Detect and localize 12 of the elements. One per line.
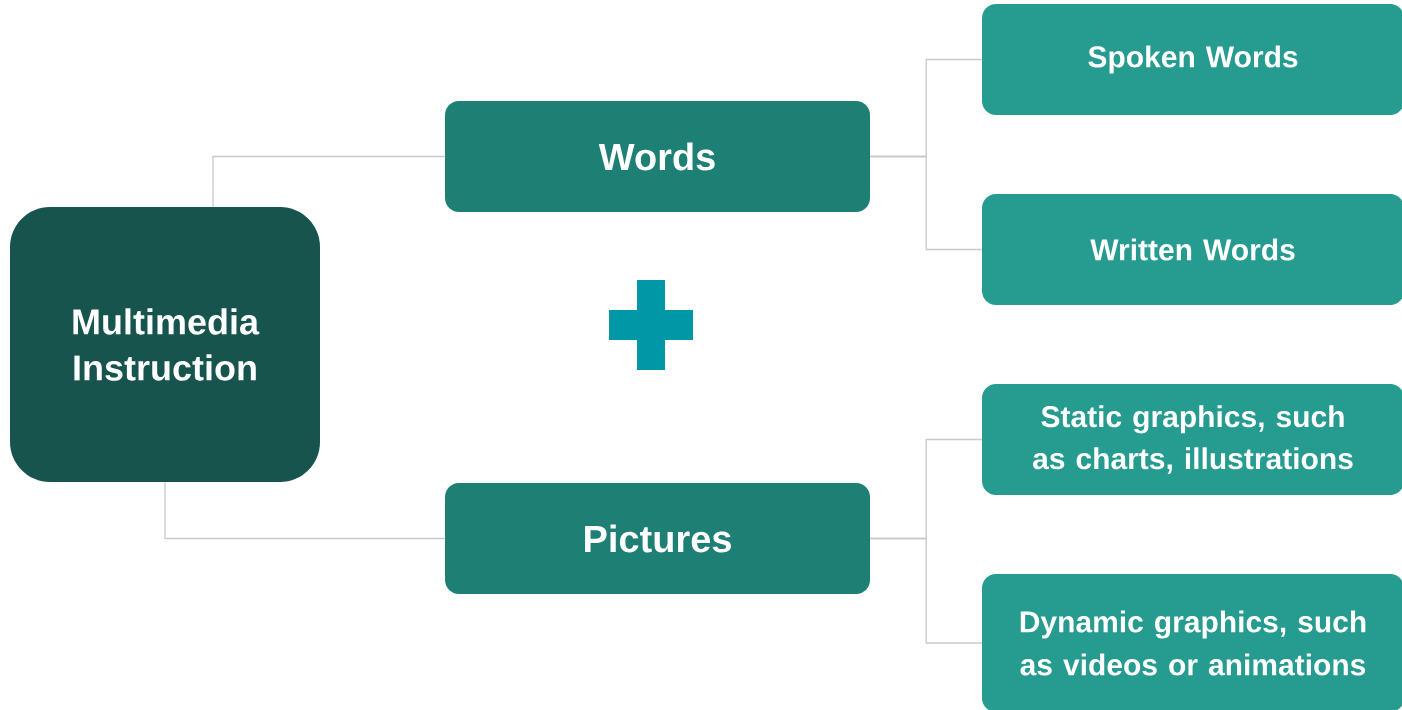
plus-sign — [609, 280, 693, 370]
connector-line — [869, 537, 983, 644]
connector-line — [164, 481, 446, 540]
category-box: Words — [445, 101, 870, 212]
item-box: Spoken Words — [982, 4, 1402, 115]
item-box: Written Words — [982, 194, 1402, 305]
item-box: Static graphics, such as charts, illustrations — [982, 384, 1402, 495]
category-box: Pictures — [445, 483, 870, 594]
connector-line — [212, 155, 446, 208]
connector-line — [869, 155, 983, 251]
main-box: Multimedia Instruction — [10, 207, 320, 482]
item-box: Dynamic graphics, such as videos or animations — [982, 574, 1402, 710]
